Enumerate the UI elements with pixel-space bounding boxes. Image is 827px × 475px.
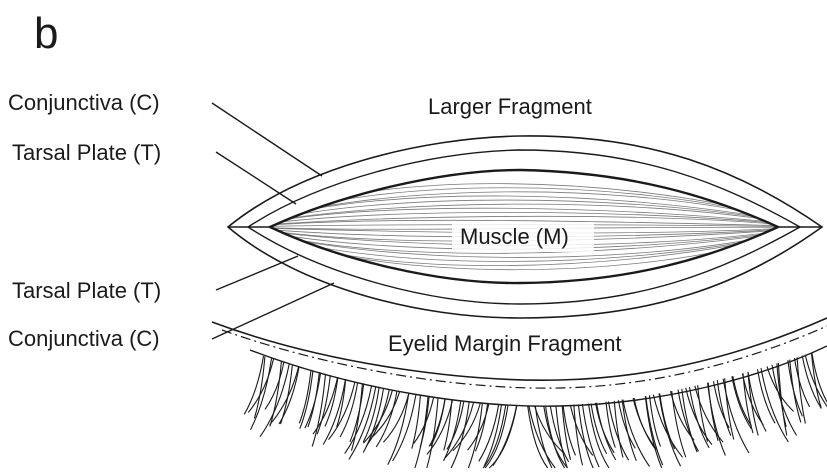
leader-conjunctiva-lower [212, 283, 334, 339]
eyelash [489, 406, 517, 468]
panel-letter: b [34, 9, 58, 58]
eyelash [414, 398, 434, 444]
label-tarsal-upper: Tarsal Plate (T) [12, 140, 161, 165]
leader-tarsal-lower [216, 256, 298, 290]
eyelash [634, 398, 656, 450]
eyelash [682, 389, 697, 452]
eyelash [795, 358, 810, 407]
label-tarsal-lower: Tarsal Plate (T) [12, 278, 161, 303]
leader-tarsal-upper [216, 152, 296, 204]
eyelash [281, 365, 293, 425]
label-eyelid-margin-fragment: Eyelid Margin Fragment [388, 331, 622, 356]
eyelash [582, 404, 599, 467]
eyelash [349, 387, 376, 460]
label-conjunctiva-lower: Conjunctiva (C) [8, 326, 160, 351]
label-larger-fragment: Larger Fragment [428, 94, 592, 119]
eyelash [270, 366, 299, 424]
eyelash [646, 396, 663, 465]
eyelash [790, 360, 801, 423]
label-conjunctiva-upper: Conjunctiva (C) [8, 90, 160, 115]
eyelash [698, 385, 708, 442]
eyelashes [244, 353, 827, 468]
eyelash [653, 395, 682, 458]
eyelash [393, 395, 416, 461]
eyelash [777, 363, 786, 427]
eyelash [758, 369, 776, 423]
eyelash [618, 400, 635, 448]
eyelash [614, 401, 623, 458]
label-muscle-front: Muscle (M) [460, 224, 569, 249]
eyelash [574, 405, 583, 466]
leader-conjunctiva-upper [212, 103, 322, 176]
eyelash [260, 364, 289, 437]
